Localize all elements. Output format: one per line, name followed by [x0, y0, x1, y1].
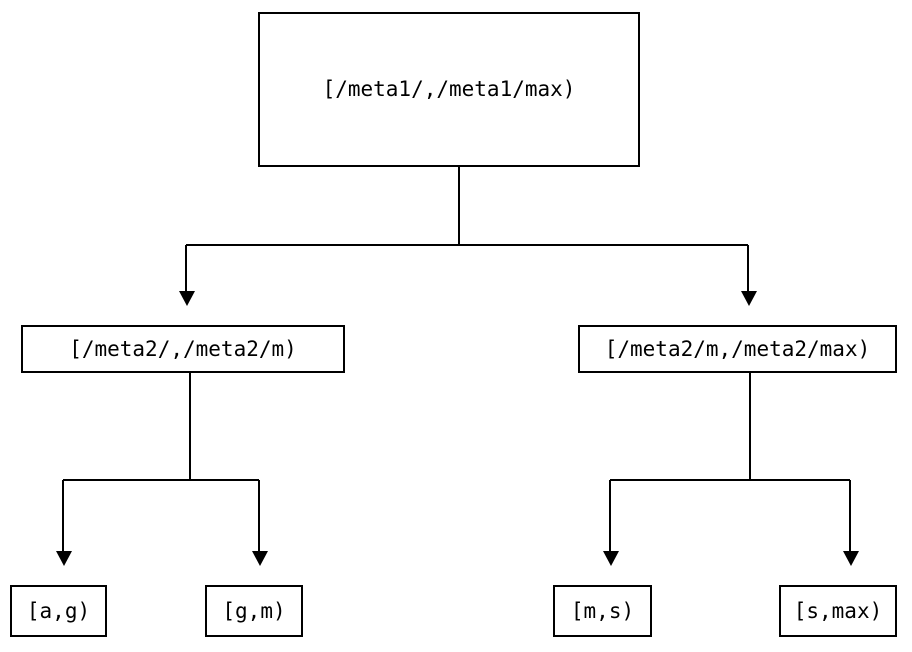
- edge-root-to-level2: [179, 167, 757, 306]
- tree-node-label: [g,m): [222, 598, 286, 623]
- tree-node-label: [/meta1/,/meta1/max): [322, 77, 576, 101]
- arrowhead-icon: [603, 551, 619, 566]
- tree-node-label: [s,max): [793, 598, 883, 623]
- edge-level2-right-to-leaves: [603, 373, 859, 566]
- tree-node-leaf-3[interactable]: [m,s): [553, 585, 652, 637]
- tree-node-level2-left[interactable]: [/meta2/,/meta2/m): [21, 325, 345, 373]
- arrowhead-icon: [843, 551, 859, 566]
- tree-node-leaf-1[interactable]: [a,g): [10, 585, 107, 637]
- tree-node-label: [a,g): [26, 598, 91, 623]
- tree-node-label: [/meta2/m,/meta2/max): [604, 336, 871, 361]
- tree-node-leaf-2[interactable]: [g,m): [205, 585, 303, 637]
- arrowhead-icon: [56, 551, 72, 566]
- tree-node-leaf-4[interactable]: [s,max): [779, 585, 897, 637]
- tree-node-label: [m,s): [570, 598, 635, 623]
- edge-level2-left-to-leaves: [56, 373, 268, 566]
- arrowhead-icon: [252, 551, 268, 566]
- tree-node-root[interactable]: [/meta1/,/meta1/max): [258, 12, 640, 167]
- arrowhead-icon: [179, 291, 195, 306]
- tree-node-level2-right[interactable]: [/meta2/m,/meta2/max): [578, 325, 897, 373]
- arrowhead-icon: [741, 291, 757, 306]
- tree-node-label: [/meta2/,/meta2/m): [69, 336, 297, 361]
